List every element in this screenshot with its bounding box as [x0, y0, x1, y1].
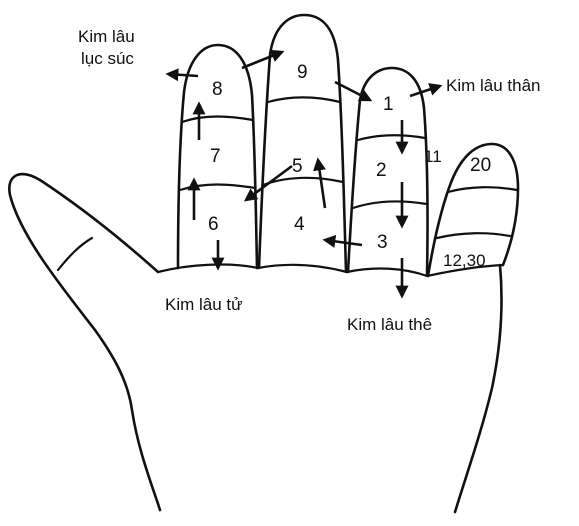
label-kim-lau-than: Kim lâu thân — [446, 76, 541, 95]
ring-crease-upper — [358, 135, 425, 140]
index-crease-lower — [180, 185, 255, 191]
number-7: 7 — [210, 146, 221, 167]
number-6: 6 — [208, 214, 219, 235]
arrow-4-to-5 — [318, 160, 325, 208]
label-luc-suc-line1: Kim lâu — [78, 27, 135, 46]
number-3: 3 — [377, 232, 388, 253]
kim-lau-labels: Kim lâu lục súc Kim lâu thân Kim lâu tử … — [78, 27, 541, 334]
index-crease-upper — [182, 117, 253, 123]
arrow-than — [410, 86, 440, 96]
pinky-crease-upper — [448, 187, 517, 192]
number-5: 5 — [292, 156, 303, 177]
pinky-crease-lower — [437, 233, 510, 238]
thumb-outline — [9, 174, 160, 510]
number-1: 1 — [383, 94, 394, 115]
number-9: 9 — [297, 62, 308, 83]
number-2: 2 — [376, 160, 387, 181]
thumb-crease — [58, 238, 92, 270]
label-kim-lau-the: Kim lâu thê — [347, 315, 432, 334]
number-20: 20 — [470, 155, 491, 176]
number-11: 11 — [424, 147, 442, 166]
number-8: 8 — [212, 79, 223, 100]
number-4: 4 — [294, 214, 305, 235]
ring-crease-lower — [353, 201, 427, 208]
arrow-5-to-6 — [246, 166, 292, 200]
arrow-luc-suc — [168, 74, 198, 76]
label-luc-suc-line2: lục súc — [81, 49, 134, 68]
hand-outline — [9, 15, 518, 512]
arrow-3-to-4 — [325, 240, 362, 245]
arrows — [168, 52, 440, 296]
number-12-30: 12,30 — [443, 251, 486, 270]
arrow-8-to-9 — [242, 52, 282, 68]
middle-crease-upper — [268, 98, 340, 103]
palm-right-edge — [455, 265, 502, 512]
label-kim-lau-tu: Kim lâu tử — [165, 295, 243, 314]
